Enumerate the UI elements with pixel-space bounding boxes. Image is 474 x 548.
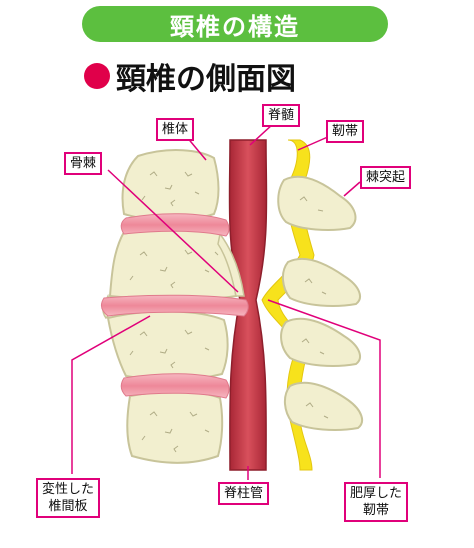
spinous-process-4: [284, 381, 364, 431]
label-thickened-ligament-line2: 靭帯: [363, 503, 390, 518]
leader-thickened-ligament: [267, 299, 381, 478]
leader-spinal-cord: [249, 123, 274, 146]
vertebra-4: [126, 390, 224, 464]
spinous-process-3: [280, 317, 361, 367]
leader-spinous-process: [343, 181, 361, 197]
diagram-subtitle: 頸椎の側面図: [116, 62, 296, 97]
osteophyte-spur-1: [217, 232, 245, 297]
bullet-dot-icon: [84, 63, 110, 89]
label-spinal-canal: 脊柱管: [218, 482, 270, 505]
leader-degenerated-disc: [71, 315, 151, 474]
leader-ligament: [297, 135, 331, 151]
label-spinal-cord: 脊髄: [262, 104, 301, 127]
process-texture: [299, 196, 329, 419]
label-osteophyte: 骨棘: [64, 152, 103, 175]
spinous-process-2: [282, 257, 361, 307]
vertebra-1: [121, 149, 220, 221]
label-degenerated-disc-line2: 椎間板: [48, 499, 88, 514]
leader-osteophyte: [107, 169, 239, 293]
title-banner: 頸椎の構造: [82, 6, 388, 42]
label-ligament: 靭帯: [326, 120, 365, 143]
label-degenerated-disc: 変性した 椎間板: [36, 478, 101, 518]
vertebra-2: [108, 226, 238, 301]
vertebral-bodies: [102, 149, 245, 464]
label-spinous-process: 棘突起: [360, 166, 412, 189]
disc-1: [120, 213, 230, 237]
label-thickened-ligament: 肥厚した 靭帯: [344, 482, 409, 522]
disc-2-degenerated: [100, 294, 249, 317]
disc-3: [120, 373, 230, 399]
bone-texture: [129, 171, 219, 453]
vertebra-3: [106, 310, 229, 382]
spinous-process-1: [277, 175, 357, 231]
subtitle-row: 頸椎の側面図: [84, 54, 296, 98]
label-degenerated-disc-line1: 変性した: [42, 482, 95, 497]
banner-title: 頸椎の構造: [170, 12, 300, 41]
leader-lines: [71, 123, 381, 480]
label-vertebral-body: 椎体: [156, 118, 195, 141]
label-thickened-ligament-line1: 肥厚した: [350, 486, 403, 501]
intervertebral-discs: [100, 213, 249, 399]
spinous-processes: [277, 175, 364, 431]
